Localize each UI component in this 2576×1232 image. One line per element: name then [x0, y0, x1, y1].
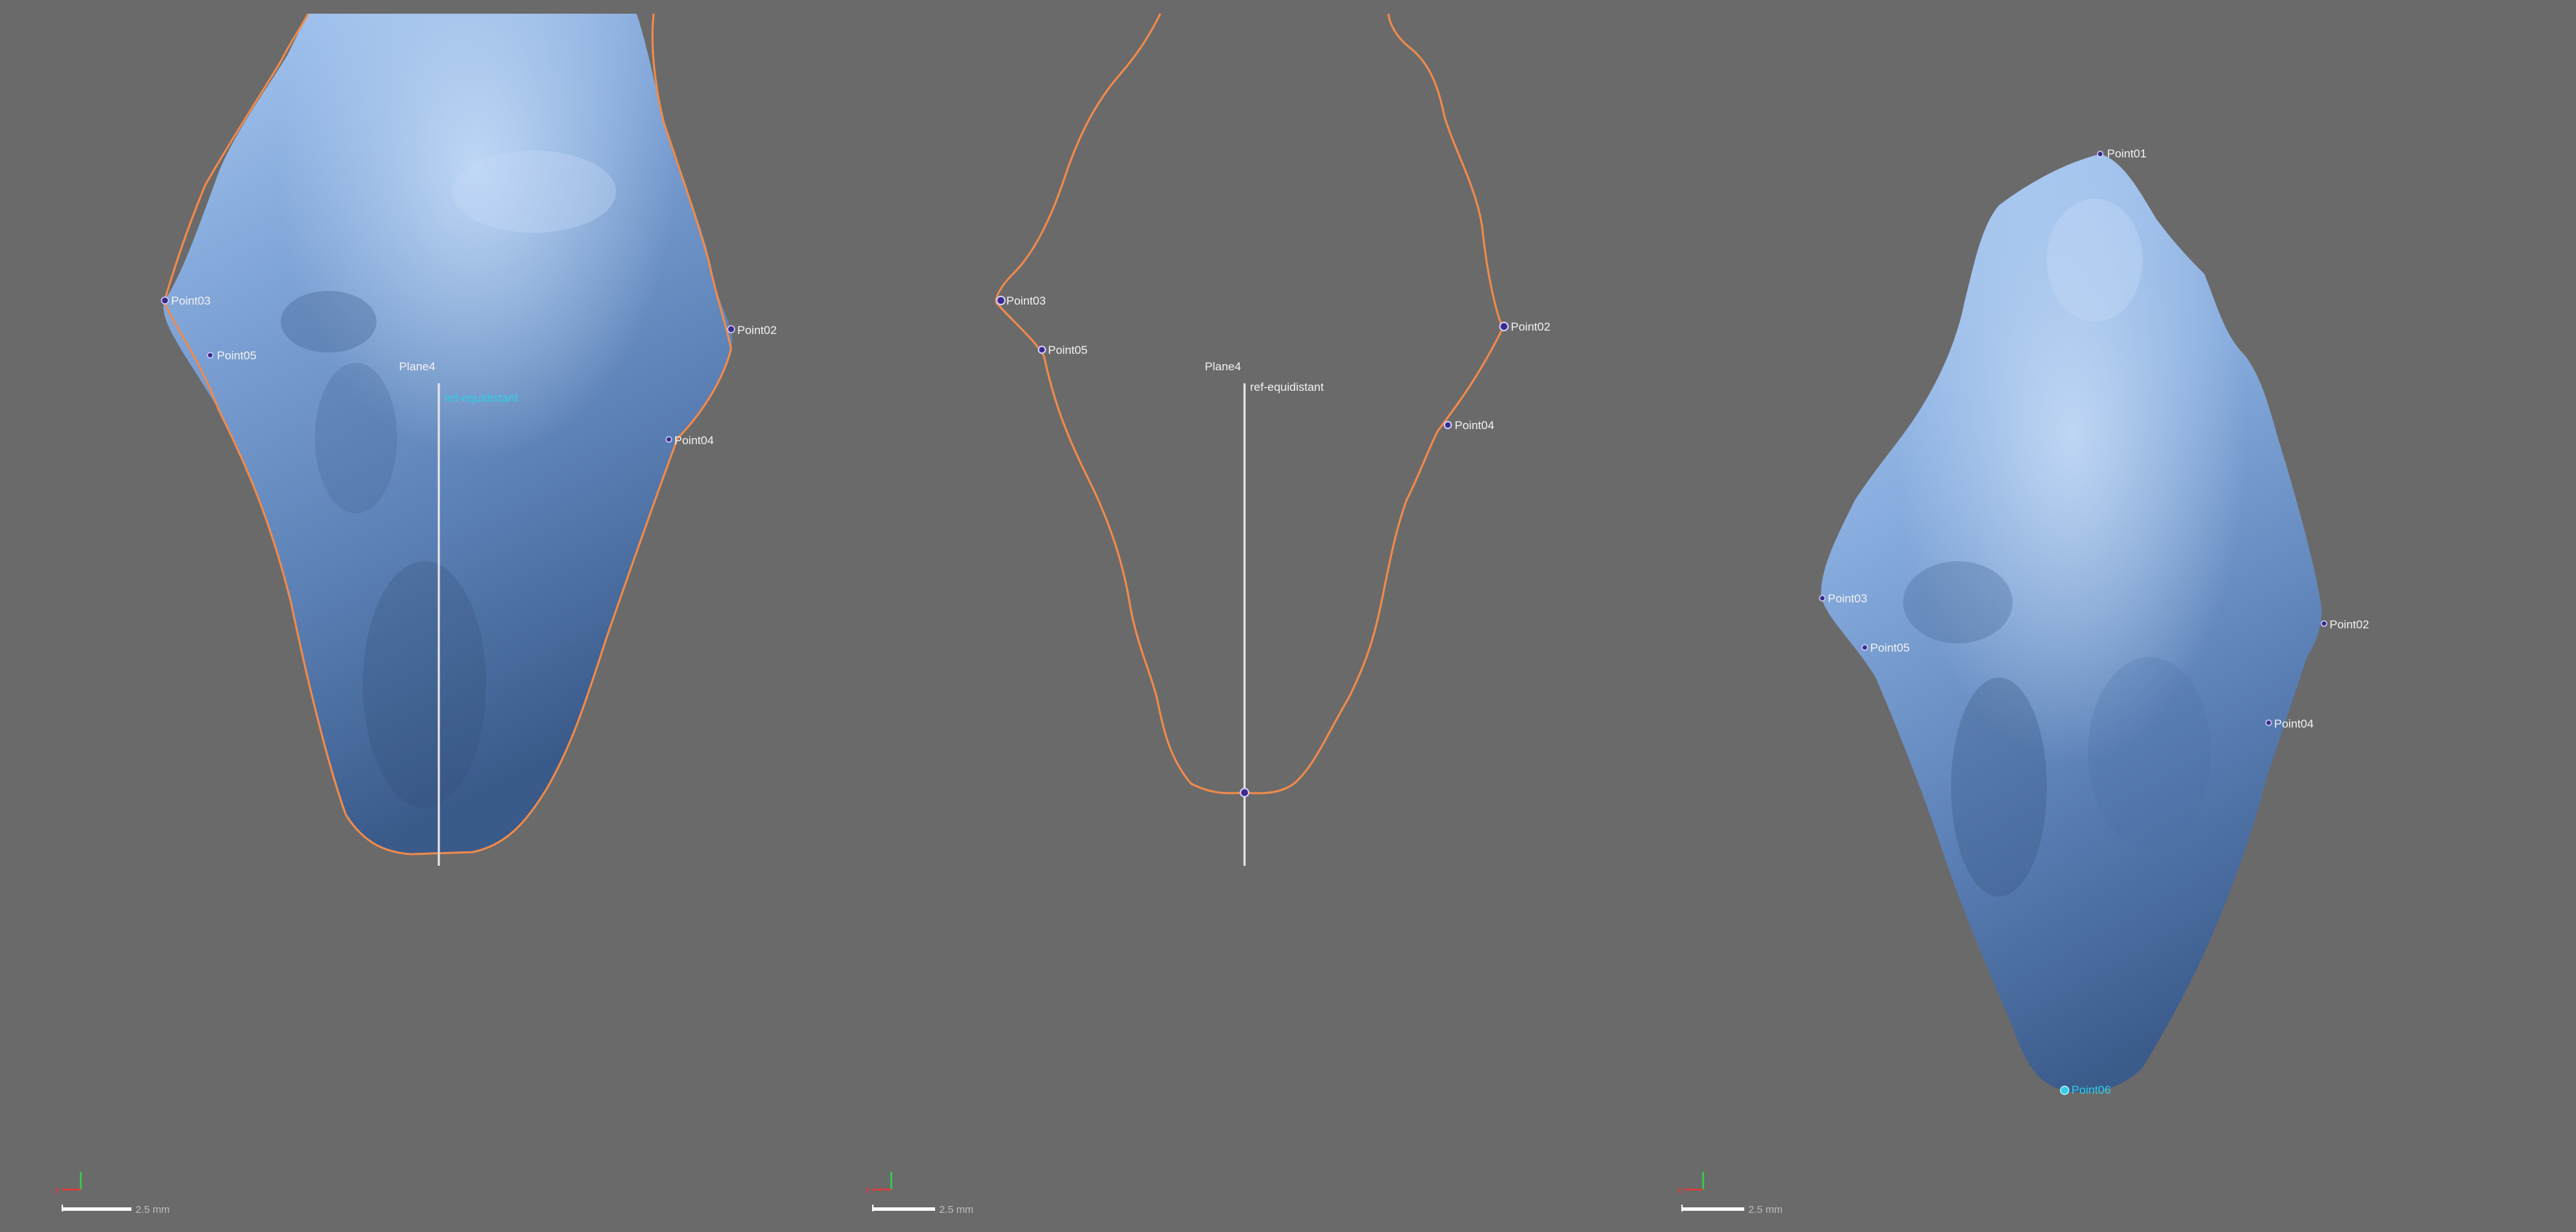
landmark-point05-left[interactable]: [207, 352, 214, 359]
viewport-right[interactable]: Point01 Point03 Point05 Point02 Point04 …: [1616, 0, 2576, 1232]
label-point04-middle: Point04: [1455, 419, 1494, 432]
landmark-point04-right[interactable]: [2265, 719, 2272, 726]
stone-mesh-left: [163, 14, 732, 854]
axis-triad-middle: x: [865, 1172, 893, 1195]
axis-triad-right: x: [1677, 1172, 1705, 1195]
axis-triad-left: x: [55, 1172, 82, 1195]
label-point03-right: Point03: [1828, 592, 1867, 605]
landmark-point04-middle[interactable]: [1444, 421, 1452, 429]
landmark-point05-right[interactable]: [1861, 644, 1868, 651]
outline-middle: [995, 13, 1504, 795]
label-ref-equidistant-middle: ref-equidistant: [1250, 381, 1324, 394]
landmark-point03-right[interactable]: [1819, 595, 1826, 602]
scale-label-left: 2.5 mm: [136, 1204, 170, 1216]
label-point02-left: Point02: [737, 324, 777, 337]
landmark-point02-middle[interactable]: [1499, 322, 1509, 331]
svg-text:x: x: [865, 1184, 870, 1195]
label-point04-left: Point04: [674, 434, 714, 447]
label-plane4-middle: Plane4: [1205, 360, 1241, 373]
label-point04-right: Point04: [2274, 717, 2314, 730]
svg-text:x: x: [55, 1184, 60, 1195]
scale-label-right: 2.5 mm: [1748, 1204, 1783, 1216]
label-point05-middle: Point05: [1048, 344, 1088, 357]
scale-label-middle: 2.5 mm: [939, 1204, 973, 1216]
label-point05-right: Point05: [1870, 641, 1910, 654]
scale-bar-left: [62, 1205, 131, 1211]
landmark-point03-left[interactable]: [161, 296, 169, 305]
label-plane4-left: Plane4: [399, 360, 435, 373]
viewport-middle[interactable]: Point03 Point05 Point02 Point04 Plane4 r…: [808, 0, 1616, 1232]
viewport-left[interactable]: Point03 Point05 Point02 Point04 Plane4 r…: [0, 0, 808, 1232]
scale-bar-right: [1681, 1205, 1744, 1211]
label-point02-right: Point02: [2330, 618, 2369, 631]
stone-mesh-right: [1821, 154, 2322, 1093]
label-point03-middle: Point03: [1006, 294, 1046, 307]
outline-left: [163, 13, 732, 856]
label-point02-middle: Point02: [1511, 320, 1551, 333]
landmark-bottom-middle[interactable]: [1240, 788, 1249, 797]
landmark-point01-right[interactable]: [2097, 151, 2104, 157]
label-point06-right: Point06: [2071, 1083, 2111, 1096]
landmark-point03-middle[interactable]: [996, 296, 1006, 305]
label-point05-left: Point05: [217, 349, 257, 362]
landmark-point02-right[interactable]: [2321, 620, 2328, 627]
svg-text:x: x: [1677, 1184, 1682, 1195]
label-point01-right: Point01: [2107, 147, 2147, 160]
scale-bar-middle: [872, 1205, 935, 1211]
landmark-point05-middle[interactable]: [1038, 346, 1046, 354]
landmark-point04-left[interactable]: [665, 436, 672, 443]
landmark-point06-right[interactable]: [2060, 1086, 2069, 1095]
label-ref-equidistant-left: ref-equidistant: [444, 392, 518, 405]
landmark-point02-left[interactable]: [727, 325, 735, 333]
label-point03-left: Point03: [171, 294, 211, 307]
